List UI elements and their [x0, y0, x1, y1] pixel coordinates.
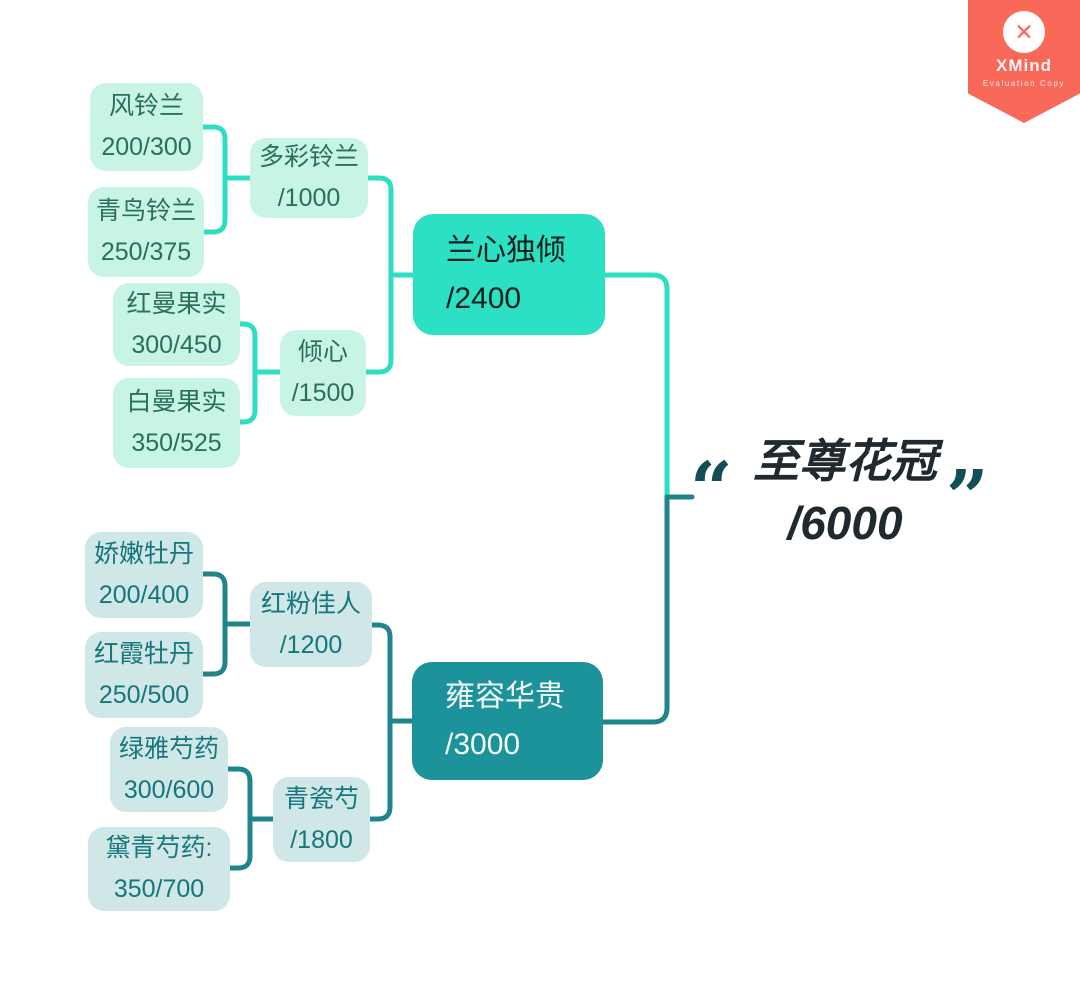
topic-name: 红粉佳人 — [260, 589, 361, 618]
topic-price: 350/700 — [113, 875, 205, 903]
topic-duocailinglan[interactable]: 多彩铃兰 /1000 — [250, 138, 368, 218]
topic-qingcishao[interactable]: 青瓷芍 /1800 — [273, 777, 370, 862]
connector-bell-bus — [200, 124, 228, 235]
connector-peony-bus — [200, 571, 228, 677]
xmind-watermark-ribbon: ✕ XMind Evaluation Copy — [968, 0, 1080, 123]
topic-price: 300/600 — [123, 775, 215, 804]
topic-price: /1800 — [290, 825, 353, 854]
branch-price: /3000 — [445, 728, 521, 761]
connector-topmid-bus — [362, 175, 394, 375]
topic-price: 200/300 — [101, 133, 192, 161]
xmind-logo-icon: ✕ — [1003, 11, 1045, 53]
topic-name: 红霞牡丹 — [93, 640, 194, 668]
topic-price: /1200 — [279, 630, 343, 659]
topic-daiqingshaoyao[interactable]: 黛青芍药: 350/700 — [88, 827, 230, 911]
topic-name: 倾心 — [297, 338, 348, 366]
topic-price: 250/375 — [100, 238, 192, 266]
connector-botmid-bus — [367, 622, 393, 822]
central-topic-title: 至尊花冠 — [753, 435, 937, 487]
central-topic[interactable]: 至尊花冠 /6000 — [720, 430, 970, 554]
topic-jiaonenmudan[interactable]: 娇嫩牡丹 200/400 — [85, 532, 203, 618]
topic-name: 青鸟铃兰 — [95, 197, 196, 225]
topic-name: 多彩铃兰 — [258, 143, 359, 171]
connector-trunk-lower — [600, 494, 670, 725]
topic-price: /1000 — [277, 184, 341, 212]
topic-qingniaolinglan[interactable]: 青鸟铃兰 250/375 — [88, 187, 204, 277]
topic-name: 风铃兰 — [108, 92, 184, 120]
branch-name: 雍容华贵 — [445, 680, 565, 713]
branch-name: 兰心独倾 — [446, 233, 566, 267]
topic-name: 青瓷芍 — [283, 784, 359, 813]
watermark-app-name: XMind — [996, 56, 1052, 75]
topic-price: 350/525 — [131, 429, 222, 457]
topic-price: /1500 — [291, 379, 355, 407]
topic-price: 250/500 — [98, 681, 190, 709]
branch-yongronghuagui[interactable]: 雍容华贵 /3000 — [412, 662, 603, 780]
topic-price: 200/400 — [98, 581, 190, 609]
topic-price: 300/450 — [131, 330, 222, 359]
watermark-label: Evaluation Copy — [982, 79, 1066, 88]
close-quote-icon: ” — [946, 455, 989, 541]
topic-hongxiamudan[interactable]: 红霞牡丹 250/500 — [85, 632, 203, 718]
branch-price: /2400 — [446, 281, 522, 315]
branch-lanxinduqing[interactable]: 兰心独倾 /2400 — [413, 214, 605, 335]
topic-hongfenjiaren[interactable]: 红粉佳人 /1200 — [250, 582, 372, 667]
topic-name: 娇嫩牡丹 — [93, 540, 194, 568]
connector-paeonia-bus — [225, 766, 253, 871]
topic-baimanguoshi[interactable]: 白曼果实 350/525 — [113, 378, 240, 468]
topic-fenglinglan[interactable]: 风铃兰 200/300 — [90, 83, 203, 171]
open-quote-icon: “ — [690, 447, 733, 533]
xmind-logo-x: ✕ — [1014, 18, 1034, 45]
topic-lvyashaoyao[interactable]: 绿雅芍药 300/600 — [110, 727, 228, 812]
topic-qingxin[interactable]: 倾心 /1500 — [280, 330, 366, 416]
topic-name: 红曼果实 — [126, 289, 227, 318]
topic-name: 白曼果实 — [126, 388, 227, 416]
central-topic-price: /6000 — [787, 497, 903, 549]
connector-trunk-upper — [602, 272, 670, 500]
topic-name: 绿雅芍药 — [118, 734, 219, 763]
topic-name: 黛青芍药: — [105, 834, 213, 862]
topic-hongmanguoshi[interactable]: 红曼果实 300/450 — [113, 283, 240, 366]
